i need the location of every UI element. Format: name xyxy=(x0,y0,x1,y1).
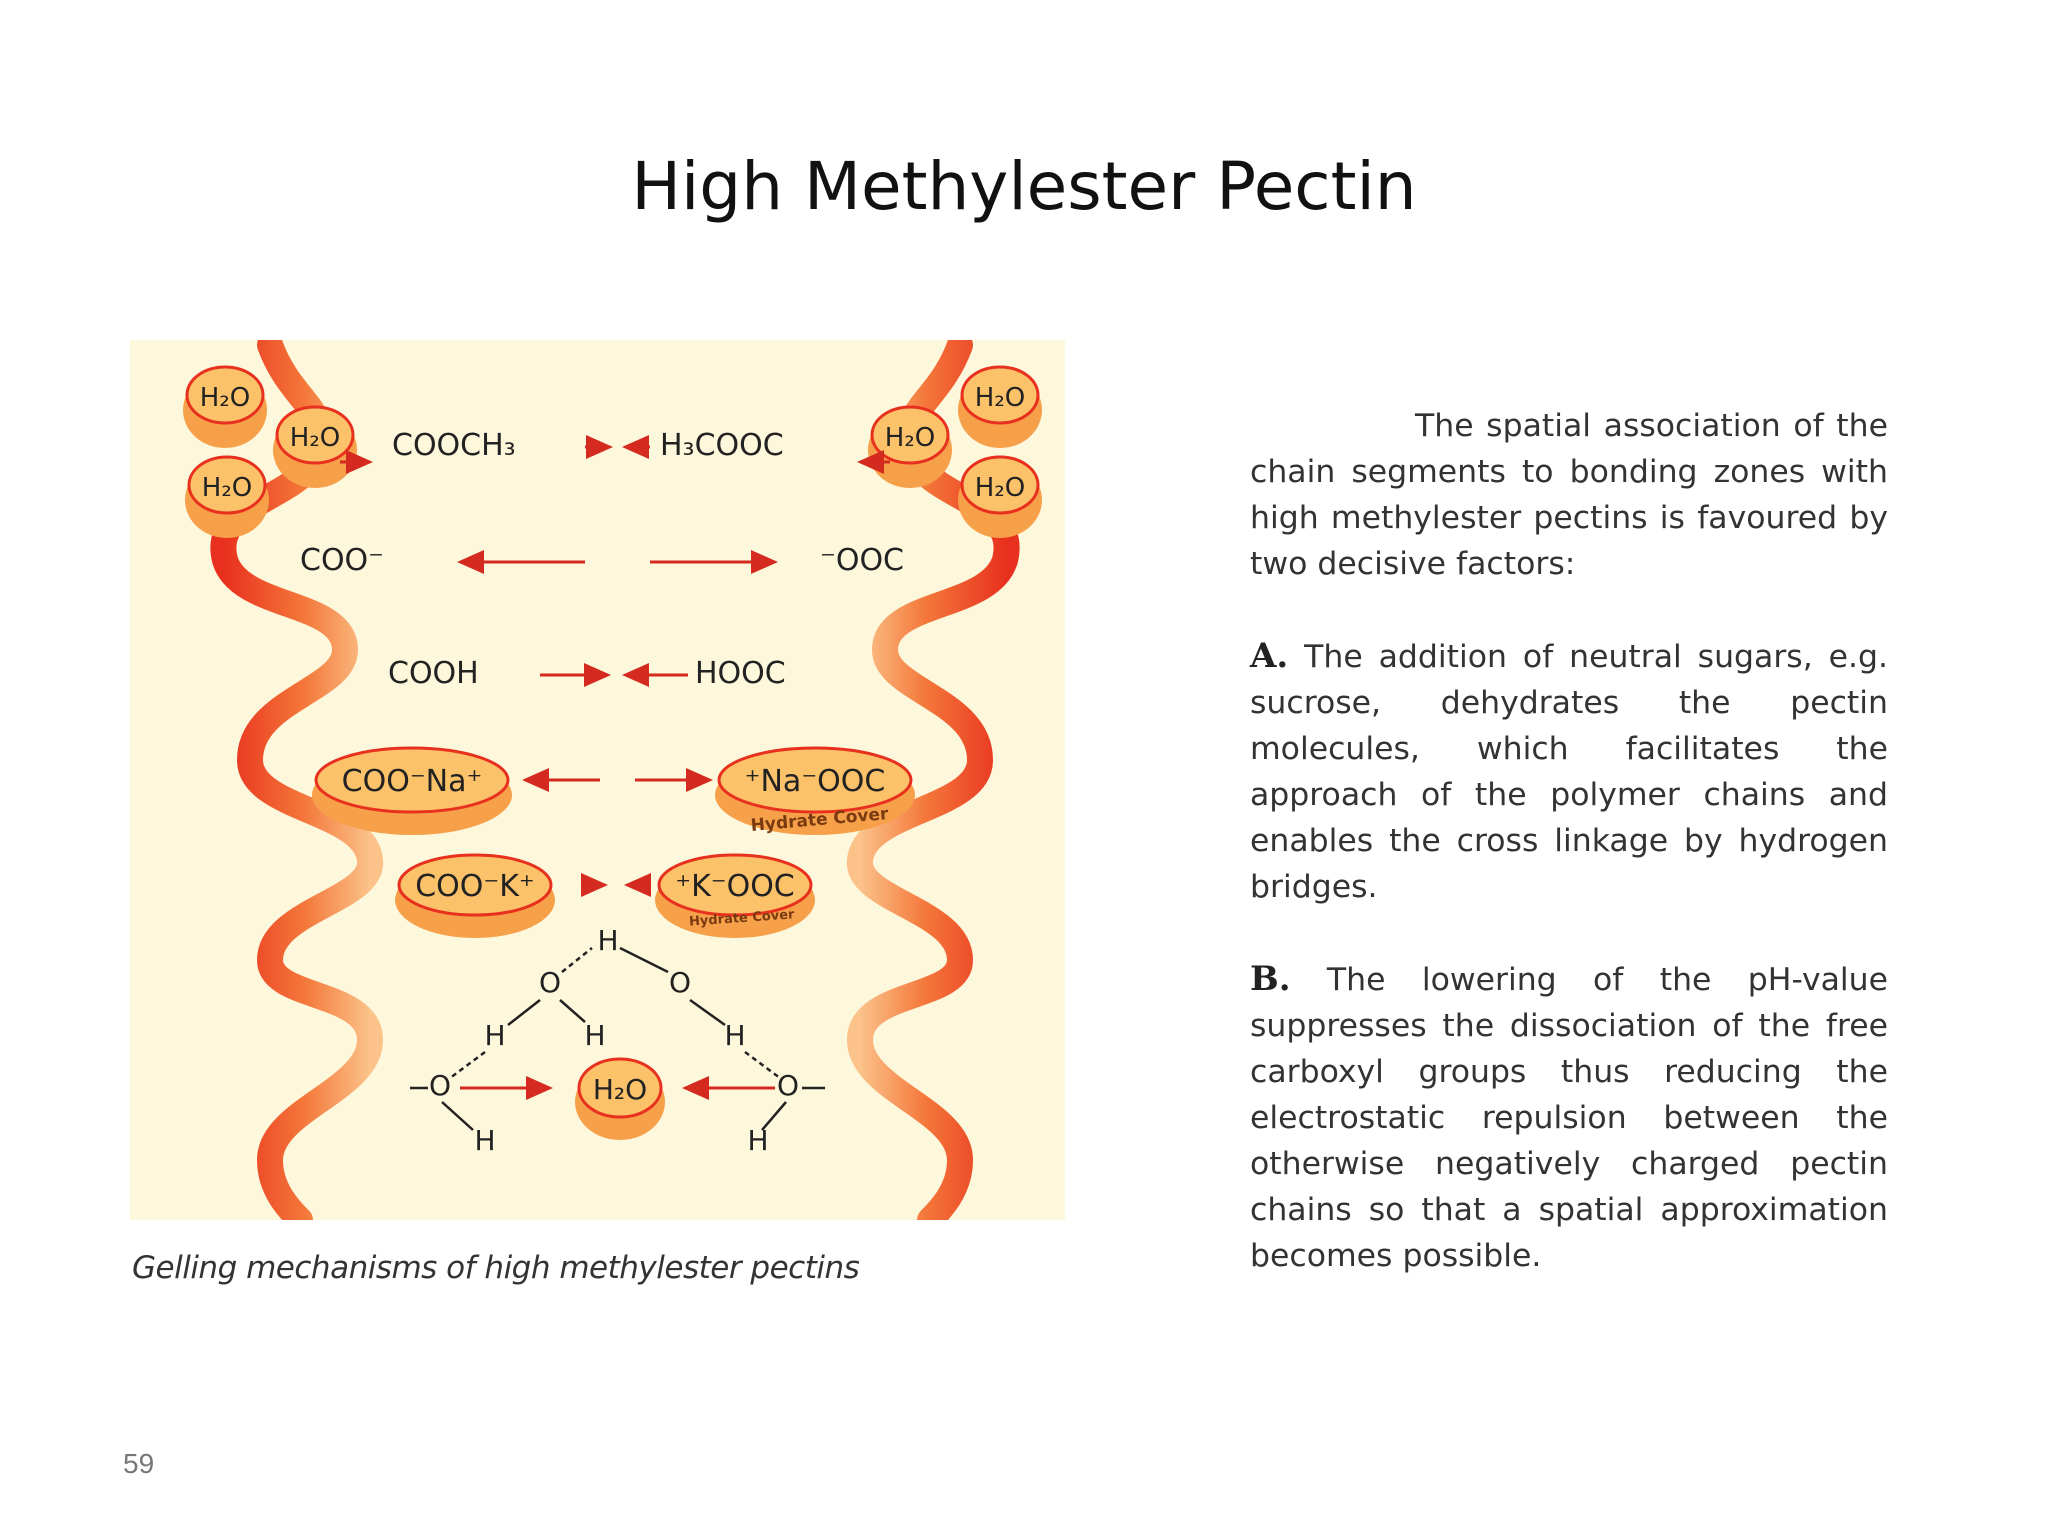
sodium-carboxylate-disc-right: ⁺Na⁻OOC Hydrate Cover xyxy=(715,746,915,836)
gelling-mechanism-diagram: H₂O H₂O H₂O H₂O H₂O H₂O COOCH₃ xyxy=(130,332,1065,1233)
explanation-text: The spatial association of the chain seg… xyxy=(1250,403,1888,1325)
slide-title: High Methylester Pectin xyxy=(631,148,1417,225)
factor-a-paragraph: A. The addition of neutral sugars, e.g. … xyxy=(1250,636,1888,905)
coo-minus-label: COO⁻ xyxy=(300,543,384,578)
svg-text:H: H xyxy=(724,1019,745,1052)
svg-text:⁺K⁻OOC: ⁺K⁻OOC xyxy=(675,869,795,904)
svg-text:O: O xyxy=(669,966,691,999)
svg-text:H: H xyxy=(597,924,618,957)
svg-text:H₂O: H₂O xyxy=(885,423,935,453)
svg-text:COO⁻Na⁺: COO⁻Na⁺ xyxy=(342,764,483,799)
svg-text:H: H xyxy=(474,1124,495,1157)
svg-text:H₂O: H₂O xyxy=(975,473,1025,503)
svg-text:H: H xyxy=(584,1019,605,1052)
cooh-label: COOH xyxy=(388,656,479,691)
water-molecule: H₂O xyxy=(868,405,952,488)
water-molecule: H₂O xyxy=(183,365,267,448)
svg-text:COO⁻K⁺: COO⁻K⁺ xyxy=(415,869,535,904)
sodium-carboxylate-disc-left: COO⁻Na⁺ xyxy=(312,746,512,835)
diagram-svg: H₂O H₂O H₂O H₂O H₂O H₂O COOCH₃ xyxy=(130,332,1065,1233)
factor-b-label: B. xyxy=(1250,959,1291,999)
svg-text:H: H xyxy=(484,1019,505,1052)
svg-text:H₂O: H₂O xyxy=(290,423,340,453)
ooc-minus-label: ⁻OOC xyxy=(820,543,904,578)
svg-text:Hydrate Cover: Hydrate Cover xyxy=(689,907,796,929)
hooc-label: HOOC xyxy=(695,656,786,691)
water-molecule: H₂O xyxy=(958,365,1042,448)
water-molecule: H₂O xyxy=(958,455,1042,538)
factor-b-paragraph: B. The lowering of the pH-value suppress… xyxy=(1250,959,1888,1274)
bond-lines xyxy=(410,946,825,1131)
cooch3-label: COOCH₃ xyxy=(392,428,516,463)
svg-text:H: H xyxy=(747,1124,768,1157)
svg-text:H₂O: H₂O xyxy=(202,473,252,503)
page-number: 59 xyxy=(123,1448,155,1479)
water-molecule: H₂O xyxy=(185,455,269,538)
potassium-carboxylate-disc-left: COO⁻K⁺ xyxy=(395,853,555,938)
svg-text:H₂O: H₂O xyxy=(593,1073,647,1106)
svg-text:H₂O: H₂O xyxy=(200,383,250,413)
factor-a-label: A. xyxy=(1250,636,1289,676)
potassium-carboxylate-disc-right: ⁺K⁻OOC Hydrate Cover xyxy=(655,853,815,938)
svg-text:H₂O: H₂O xyxy=(975,383,1025,413)
h3cooc-label: H₃COOC xyxy=(660,428,784,463)
svg-text:O: O xyxy=(777,1069,799,1102)
water-molecule-center: H₂O xyxy=(575,1057,665,1140)
svg-text:O: O xyxy=(539,966,561,999)
hydrogen-bond-network: H O O H H H O O H H xyxy=(429,924,799,1157)
intro-paragraph: The spatial association of the chain seg… xyxy=(1250,408,1888,582)
figure-caption: Gelling mechanisms of high methylester p… xyxy=(132,1250,860,1286)
svg-text:O: O xyxy=(429,1069,451,1102)
water-molecule: H₂O xyxy=(273,405,357,488)
svg-text:⁺Na⁻OOC: ⁺Na⁻OOC xyxy=(745,764,886,799)
